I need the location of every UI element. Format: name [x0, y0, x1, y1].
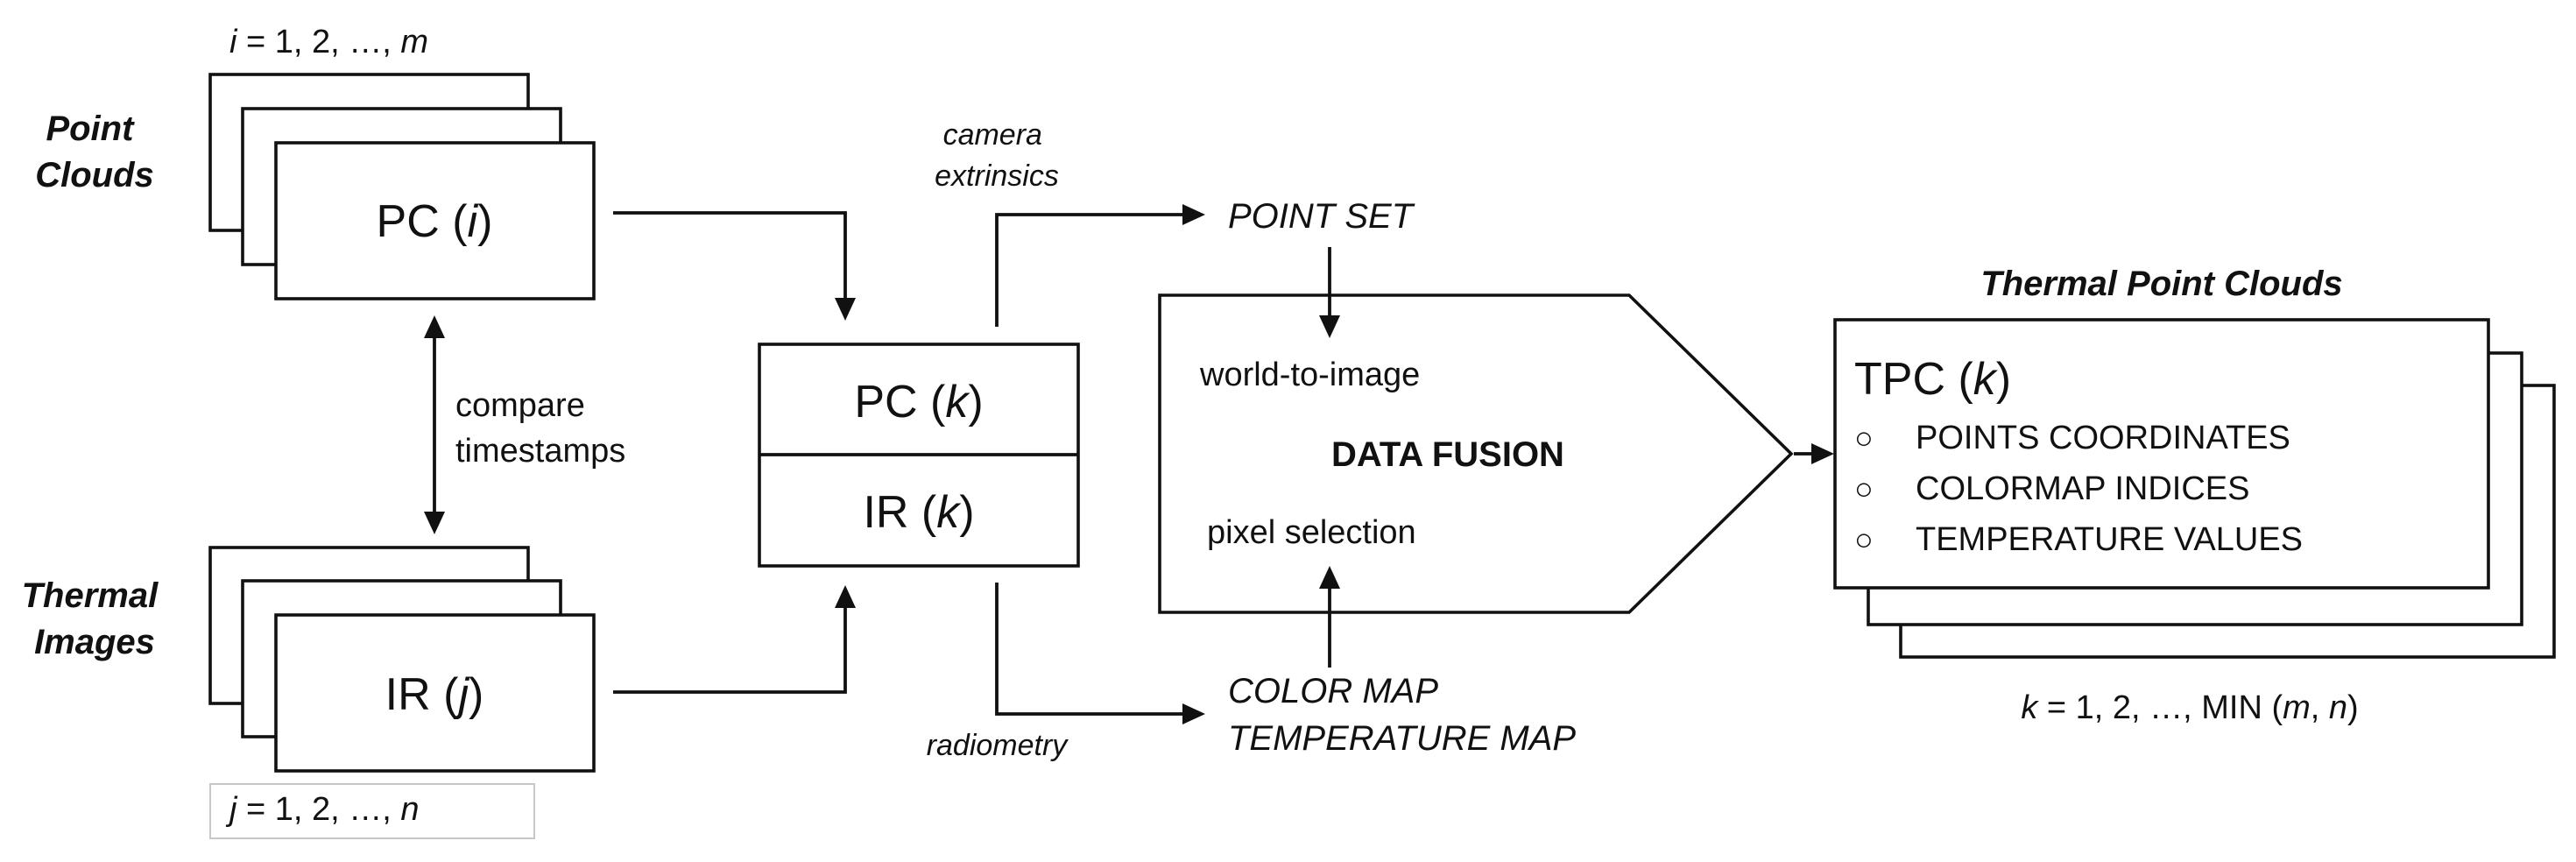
maps-label: COLOR MAP TEMPERATURE MAP: [1228, 672, 1576, 758]
point-clouds-group: Point Clouds i = 1, 2, …, m PC (i): [35, 24, 596, 300]
pair-to-color-map-arrow: [995, 583, 1205, 724]
radiometry-label: radiometry: [927, 729, 1069, 762]
data-fusion-title: DATA FUSION: [1331, 435, 1564, 474]
data-fusion-block: DATA FUSION world-to-image pixel selecti…: [1158, 293, 1794, 614]
thermal-images-title: Thermal Images: [22, 576, 168, 661]
thermal-image-frame-label: IR (j): [385, 669, 484, 720]
point-cloud-frame-label: PC (i): [377, 196, 493, 247]
thermal-images-index-box: [209, 783, 535, 839]
tpc-item-temperature-values: TEMPERATURE VALUES: [1916, 521, 2303, 558]
data-fusion-shape: [1158, 293, 1794, 614]
compare-timestamps-arrow: [424, 315, 445, 534]
thermal-images-group: Thermal Images j = 1, 2, …, n IR (j): [22, 546, 596, 839]
tpc-item-colormap-indices: COLORMAP INDICES: [1916, 470, 2249, 507]
tpc-item-points-coordinates: POINTS COORDINATES: [1916, 420, 2290, 456]
point-set-to-fusion-arrow: [1319, 247, 1340, 338]
tpc-frame-front: [1833, 318, 2490, 590]
camera-extrinsics-label: camera extrinsics: [935, 118, 1059, 193]
point-clouds-index-range: i = 1, 2, …, m: [229, 24, 428, 60]
thermal-images-index-range: j = 1, 2, …, n: [225, 791, 420, 828]
paired-ir-label: IR (k): [863, 487, 974, 538]
thermal-point-clouds-group: Thermal Point Clouds TPC (k) ○ POINTS CO…: [1833, 265, 2556, 726]
world-to-image-label: world-to-image: [1199, 357, 1420, 393]
point-clouds-title: Point Clouds: [35, 110, 154, 194]
point-set-label: POINT SET: [1228, 197, 1415, 236]
tpc-item-bullet: ○: [1854, 420, 1874, 456]
paired-pc-label: PC (k): [854, 377, 983, 427]
tpc-item-bullet: ○: [1854, 521, 1874, 557]
tpc-item-bullet: ○: [1854, 470, 1874, 506]
fusion-to-output-arrow: [1794, 443, 1834, 464]
tpc-frame-label: TPC (k): [1854, 354, 2011, 405]
point-cloud-frame-front: [274, 141, 596, 300]
maps-to-fusion-arrow: [1319, 566, 1340, 668]
ir-to-pair-arrow: [613, 585, 856, 694]
thermal-image-frame-front: [274, 613, 596, 773]
pair-to-point-set-arrow: [995, 204, 1205, 327]
thermal-point-clouds-title: Thermal Point Clouds: [1980, 265, 2342, 303]
pixel-selection-label: pixel selection: [1207, 514, 1416, 551]
pc-to-pair-arrow: [613, 211, 856, 321]
paired-frame-box: PC (k) IR (k): [758, 343, 1080, 568]
tpc-index-range: k = 1, 2, …, MIN (m, n): [2021, 689, 2358, 726]
compare-timestamps-label: compare timestamps: [455, 387, 625, 470]
